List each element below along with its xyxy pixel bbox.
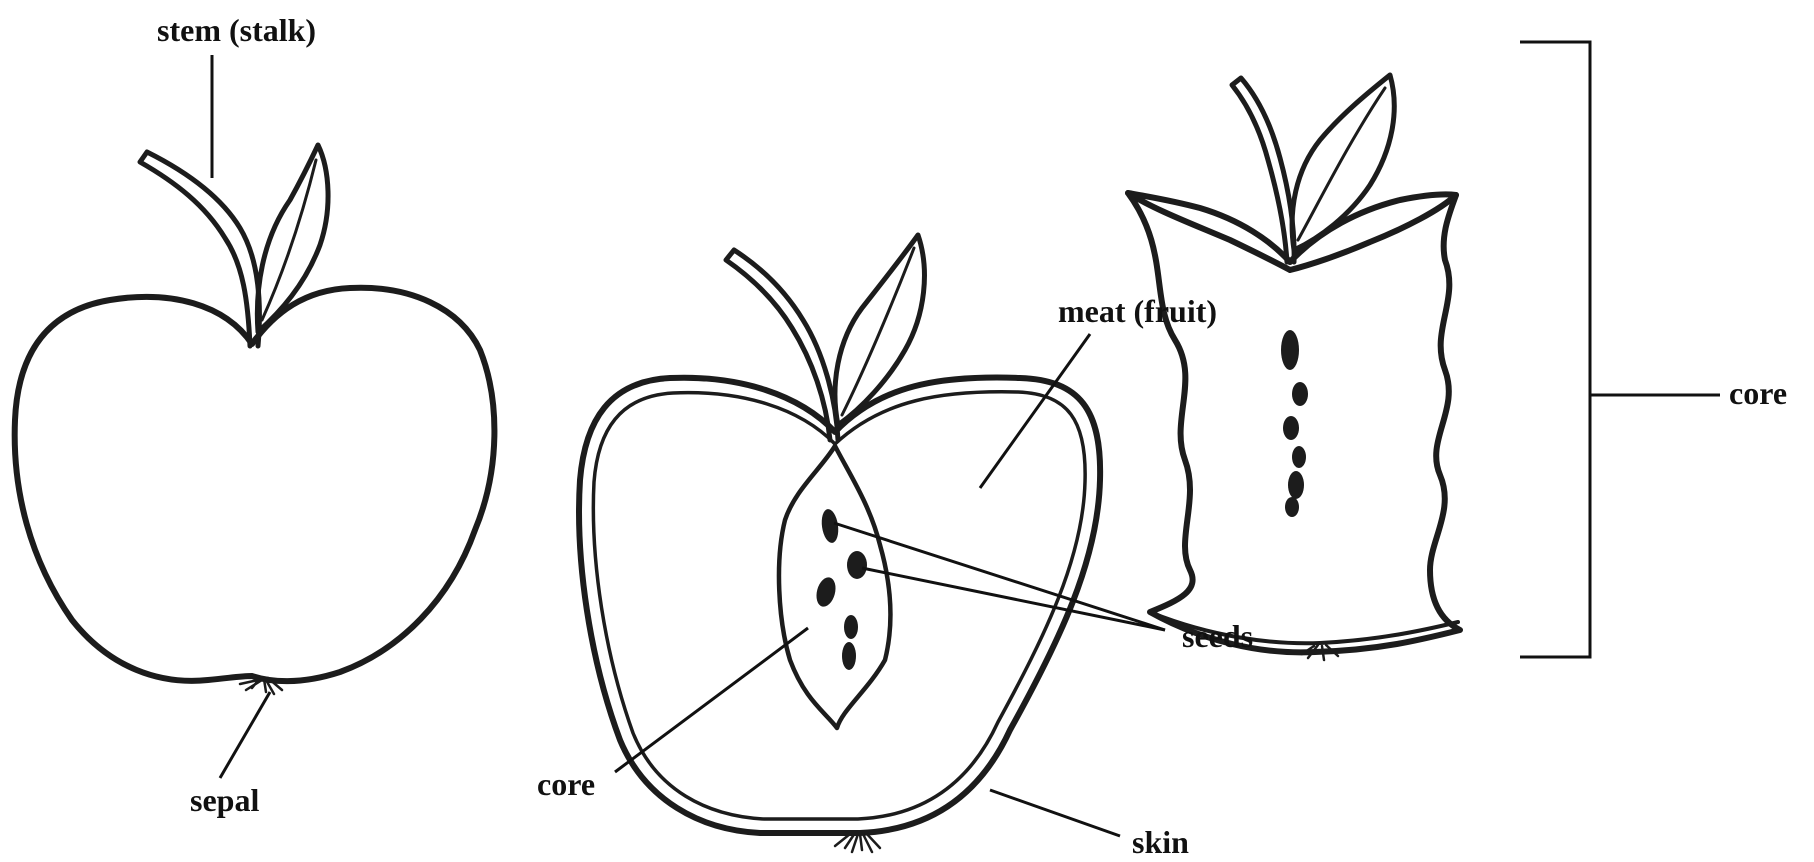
eaten-core-seed-5 <box>1288 471 1304 499</box>
half-apple-outer-skin <box>579 378 1100 833</box>
half-apple-seed-3 <box>813 575 838 609</box>
half-apple-seed-5 <box>842 642 856 670</box>
skin-label: skin <box>1132 826 1189 858</box>
core-half-label: core <box>537 768 595 800</box>
eaten-core-seed-3 <box>1283 416 1299 440</box>
core-bracket <box>1520 42 1590 657</box>
leader-lines <box>212 42 1720 836</box>
eaten-core-seed-4 <box>1292 446 1306 468</box>
eaten-core-seed-2 <box>1292 382 1308 406</box>
eaten-core-seed-6 <box>1285 497 1299 517</box>
meat-label: meat (fruit) <box>1058 295 1217 327</box>
sepal-label: sepal <box>190 784 259 816</box>
half-apple <box>579 235 1100 852</box>
core-eaten-label: core <box>1729 377 1787 409</box>
whole-apple <box>15 145 495 694</box>
skin-leader <box>990 790 1120 836</box>
half-apple-seed-1 <box>820 508 841 544</box>
seeds-leader-2 <box>862 568 1165 630</box>
half-apple-seed-4 <box>844 615 858 639</box>
stem-label: stem (stalk) <box>157 14 316 46</box>
seeds-leader-1 <box>834 523 1165 630</box>
half-apple-seed-2 <box>847 551 867 579</box>
eaten-core-stem <box>1232 78 1294 262</box>
core-half-leader <box>615 628 808 772</box>
whole-apple-stem <box>140 152 259 346</box>
eaten-core <box>1128 75 1460 660</box>
eaten-core-seed-1 <box>1281 330 1299 370</box>
whole-apple-body <box>15 288 495 681</box>
seeds-label: seeds <box>1182 620 1253 652</box>
meat-leader <box>980 334 1090 488</box>
half-apple-stem <box>726 250 838 440</box>
sepal-leader <box>220 692 270 778</box>
